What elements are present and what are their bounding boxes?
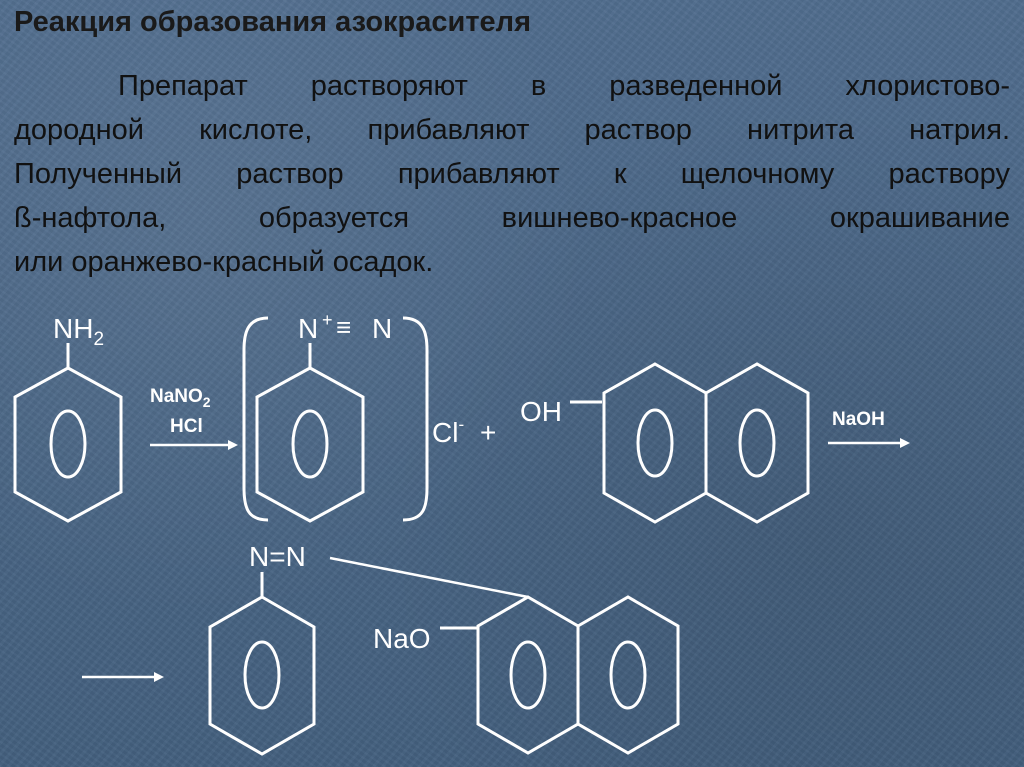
diazonium-ring xyxy=(255,366,365,523)
paragraph-line-1: Препарат растворяют в разведенной хлорис… xyxy=(118,70,1010,102)
azo-group-label: N=N xyxy=(249,541,306,572)
diazotization-arrow: NaNO2 HCl xyxy=(150,386,238,450)
plus-sign: + xyxy=(480,417,496,448)
naphthol-oh-label: OH xyxy=(520,396,562,427)
product-arrow xyxy=(82,672,164,682)
paragraph-line-5: или оранжево-красный осадок. xyxy=(14,246,434,278)
left-bracket xyxy=(242,316,269,522)
reagent-nano2-label: NaNO2 xyxy=(150,386,211,410)
aniline-amino-label: NH2 xyxy=(53,313,104,350)
reagent-hcl-label: HCl xyxy=(170,416,203,437)
diazonium-salt-structure: N + ≡ N Cl- + xyxy=(242,310,496,523)
aniline-aromatic-circle xyxy=(49,409,87,479)
diazonium-aromatic-circle xyxy=(291,409,329,479)
azo-dye-structure: N=N NaO xyxy=(208,541,680,756)
naphtholate-ring-left xyxy=(476,595,580,755)
description-paragraph: Препарат растворяют в разведенной хлорис… xyxy=(14,64,1010,284)
reagent-naoh-label: NaOH xyxy=(832,409,885,430)
paragraph-line-2: дородной кислоте, прибавляют раствор нит… xyxy=(14,114,1010,146)
chloride-ion-label: Cl- xyxy=(432,415,464,448)
diazonium-n1-label: N xyxy=(298,313,318,344)
naphthol-structure: OH xyxy=(520,362,810,524)
azo-link-bond xyxy=(329,556,529,599)
naphtholate-label: NaO xyxy=(373,623,431,654)
right-bracket xyxy=(402,316,429,522)
naphtholate-ring-right xyxy=(576,595,680,755)
aniline-structure: NH2 xyxy=(13,313,123,523)
naphthol-ring-left xyxy=(602,362,708,524)
paragraph-line-4: ß-нафтола, образуется вишнево-красное ок… xyxy=(14,202,1010,234)
diazonium-n2-label: N xyxy=(372,313,392,344)
naphthol-ring-right xyxy=(704,362,810,524)
diazonium-charge-label: + xyxy=(322,310,333,330)
slide-title: Реакция образования азокрасителя xyxy=(14,6,532,38)
paragraph-line-3: Полученный раствор прибавляют к щелочном… xyxy=(14,158,1010,190)
aniline-ring xyxy=(13,366,123,523)
azo-phenyl-ring xyxy=(208,595,316,756)
naoh-arrow: NaOH xyxy=(828,409,910,448)
triple-bond-label: ≡ xyxy=(336,312,351,342)
